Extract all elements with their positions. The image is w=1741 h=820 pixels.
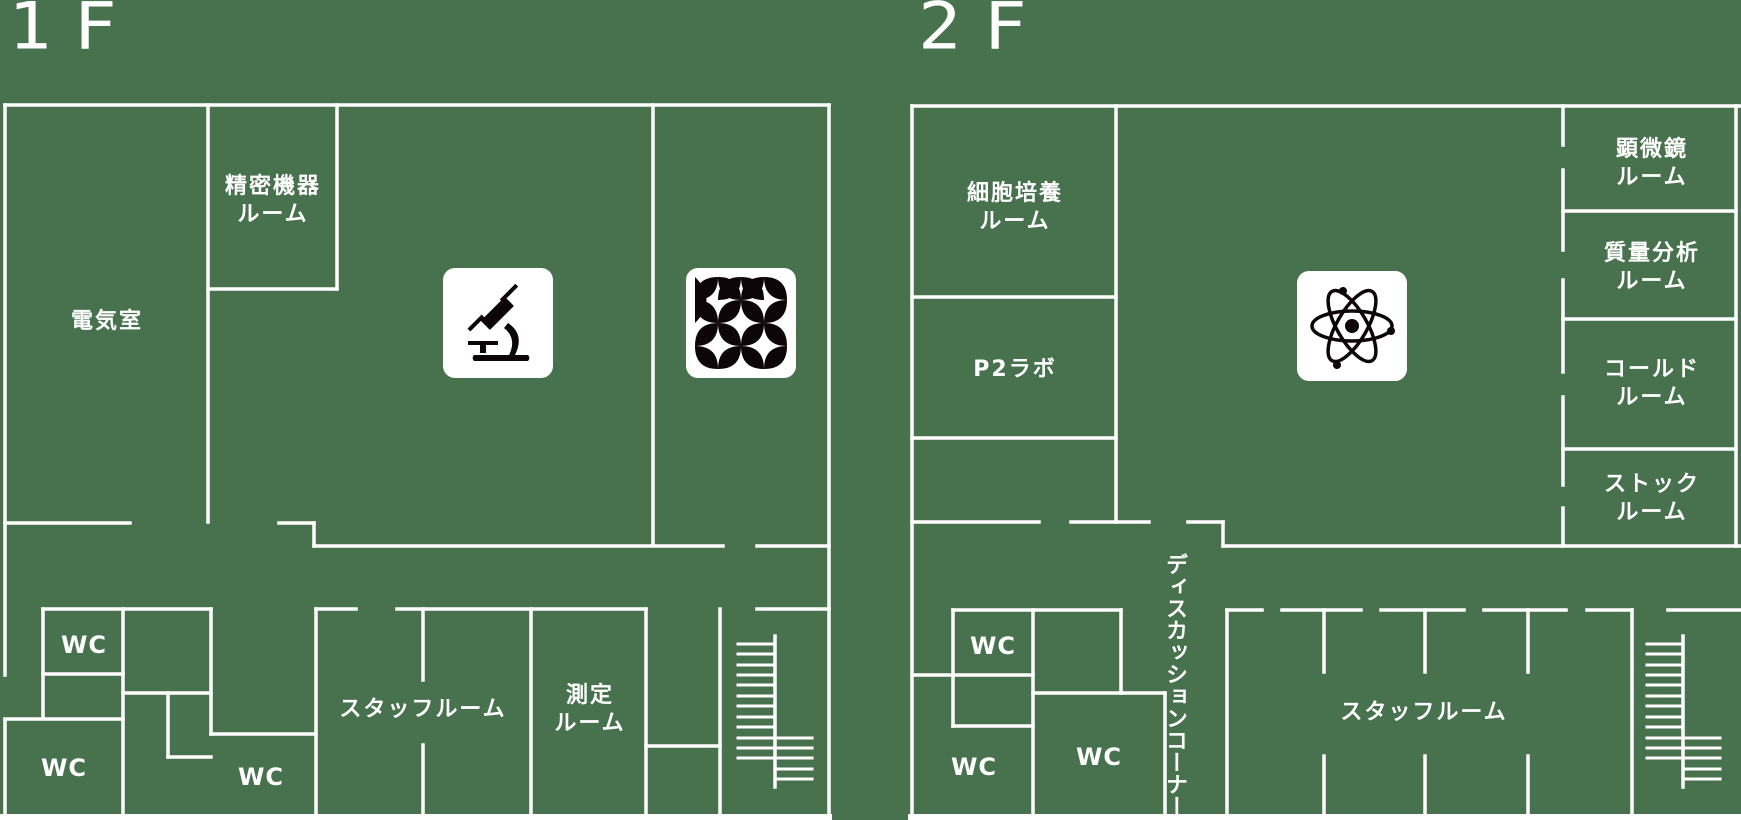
room-wc-3[interactable]: WC [1076, 743, 1122, 771]
room-name: 測定 [565, 683, 614, 708]
room-cold-room[interactable]: コールド ルーム [1604, 356, 1700, 412]
room-name: 顕微鏡 [1615, 137, 1689, 162]
room-staff-room[interactable]: スタッフルーム [1340, 699, 1507, 727]
room-name: スタッフルーム [339, 697, 507, 722]
room-name: P2ラボ [973, 357, 1057, 382]
room-measurement-room[interactable]: 測定 ルーム [554, 682, 625, 738]
room-wc-1[interactable]: WC [61, 631, 107, 659]
room-name-suffix: ルーム [1616, 385, 1688, 410]
room-name: コールド [1603, 357, 1701, 382]
room-name: WC [969, 632, 1017, 660]
room-name: WC [950, 753, 998, 781]
atom-icon[interactable] [1297, 271, 1407, 381]
room-name-suffix: ルーム [1616, 165, 1688, 190]
room-name: WC [1075, 743, 1123, 771]
room-name: WC [60, 631, 108, 659]
microscope-icon[interactable] [443, 268, 553, 378]
room-name: 精密機器 [224, 174, 322, 199]
room-name: ディスカッション [1162, 553, 1187, 729]
room-microscope-room[interactable]: 顕微鏡 ルーム [1616, 136, 1688, 192]
floor-label-2f: 2F [918, 0, 1049, 64]
room-wc-3[interactable]: WC [238, 763, 284, 791]
room-wc-2[interactable]: WC [41, 754, 87, 782]
shippo-pattern-icon[interactable] [686, 268, 796, 378]
room-cell-culture-room[interactable]: 細胞培養 ルーム [967, 180, 1063, 236]
room-name: WC [237, 763, 285, 791]
floor-label-1f: 1F [8, 0, 139, 64]
room-name: 細胞培養 [966, 181, 1064, 206]
room-name: 電気室 [70, 309, 144, 334]
room-name-suffix: ルーム [554, 711, 626, 736]
room-staff-room[interactable]: スタッフルーム [339, 696, 506, 724]
room-electrical-room[interactable]: 電気室 [71, 308, 143, 336]
room-name-suffix: ルーム [979, 209, 1051, 234]
room-discussion-corner[interactable]: ディスカッションコーナー [1160, 553, 1188, 817]
room-stock-room[interactable]: ストック ルーム [1604, 471, 1700, 527]
room-name-suffix: ルーム [237, 202, 309, 227]
room-name-suffix: ルーム [1616, 269, 1688, 294]
room-name: スタッフルーム [1340, 700, 1508, 725]
room-name: 質量分析 [1603, 241, 1701, 266]
room-wc-2[interactable]: WC [951, 753, 997, 781]
room-precision-equipment-room[interactable]: 精密機器 ルーム [225, 173, 321, 229]
room-name-suffix: コーナー [1162, 729, 1187, 817]
room-wc-1[interactable]: WC [970, 632, 1016, 660]
room-name: WC [40, 754, 88, 782]
room-name: ストック [1603, 472, 1701, 497]
room-p2-lab[interactable]: P2ラボ [973, 356, 1056, 384]
room-mass-spec-room[interactable]: 質量分析 ルーム [1604, 240, 1700, 296]
room-name-suffix: ルーム [1616, 500, 1688, 525]
